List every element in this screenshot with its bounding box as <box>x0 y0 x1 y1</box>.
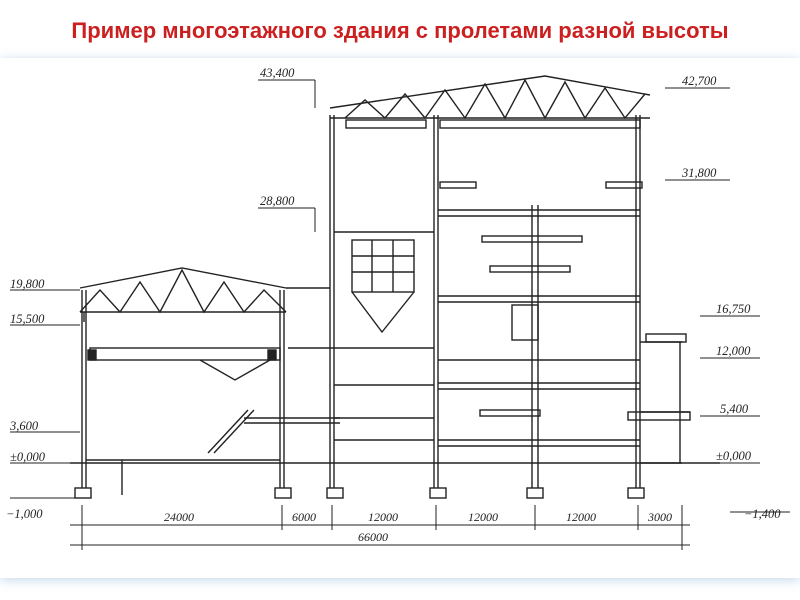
tower <box>286 115 439 488</box>
level-leaders <box>10 79 790 513</box>
level-43400: 43,400 <box>260 66 295 80</box>
level-42700: 42,700 <box>682 74 717 88</box>
span-3000: 3000 <box>647 510 672 524</box>
level-3600: 3,600 <box>9 419 39 433</box>
foundations <box>74 487 645 499</box>
left-span <box>79 267 340 495</box>
dimension-lines <box>70 505 690 550</box>
span-12000-b: 12000 <box>468 510 498 524</box>
level-12000: 12,000 <box>716 344 751 358</box>
building-section-drawing: 19,800 15,500 3,600 ±0,000 −1,000 43,400… <box>0 58 800 578</box>
level-5400: 5,400 <box>720 402 749 416</box>
right-span <box>438 115 691 488</box>
span-6000: 6000 <box>292 510 316 524</box>
level-15500: 15,500 <box>10 312 45 326</box>
level-minus-1000: −1,000 <box>6 507 43 521</box>
total-span-66000: 66000 <box>358 530 388 544</box>
level-0-right: ±0,000 <box>716 449 752 463</box>
level-19800: 19,800 <box>10 277 45 291</box>
level-minus-1400: −1,400 <box>744 507 781 521</box>
high-roof <box>329 75 651 129</box>
level-0-left: ±0,000 <box>10 450 46 464</box>
span-12000-c: 12000 <box>566 510 596 524</box>
level-16750: 16,750 <box>716 302 751 316</box>
level-28800: 28,800 <box>260 194 295 208</box>
span-12000-a: 12000 <box>368 510 398 524</box>
level-31800: 31,800 <box>681 166 717 180</box>
span-24000: 24000 <box>164 510 194 524</box>
slide-title: Пример многоэтажного здания с пролетами … <box>71 18 729 43</box>
